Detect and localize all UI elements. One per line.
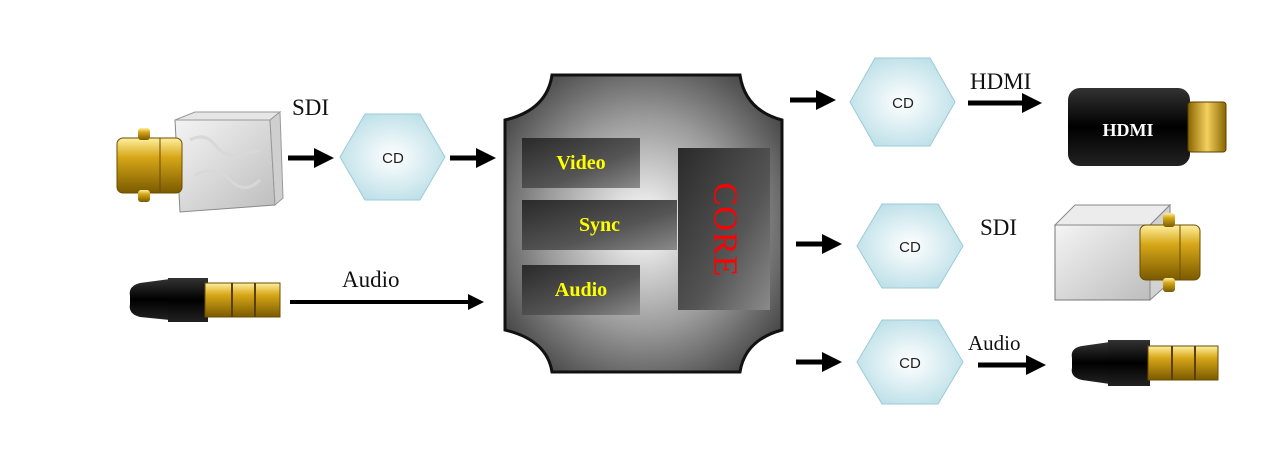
- sync-slot-label: Sync: [522, 214, 677, 237]
- video-slot-label: Video: [522, 152, 640, 175]
- output-audio-label: Audio: [968, 333, 1021, 354]
- input-cd-label: CD: [343, 150, 443, 186]
- output-hdmi-cd-label: CD: [853, 95, 953, 131]
- hdmi-device-label: HDMI: [1073, 120, 1183, 141]
- output-sdi-cd-label: CD: [860, 239, 960, 275]
- input-sdi-label: SDI: [292, 96, 329, 119]
- output-audio-cd-label: CD: [860, 355, 960, 391]
- core-label-container: CORE: [678, 150, 770, 310]
- output-hdmi-label: HDMI: [970, 70, 1031, 93]
- core-label: CORE: [705, 183, 743, 278]
- input-audio-jack-icon: [130, 278, 280, 322]
- input-sdi-bnc-connector-icon: [117, 112, 283, 212]
- output-sdi-bnc-connector-icon: [1055, 205, 1200, 300]
- audio-slot-label: Audio: [522, 279, 640, 302]
- input-audio-label: Audio: [342, 268, 400, 291]
- output-audio-jack-icon: [1072, 340, 1218, 386]
- output-sdi-label: SDI: [980, 216, 1017, 239]
